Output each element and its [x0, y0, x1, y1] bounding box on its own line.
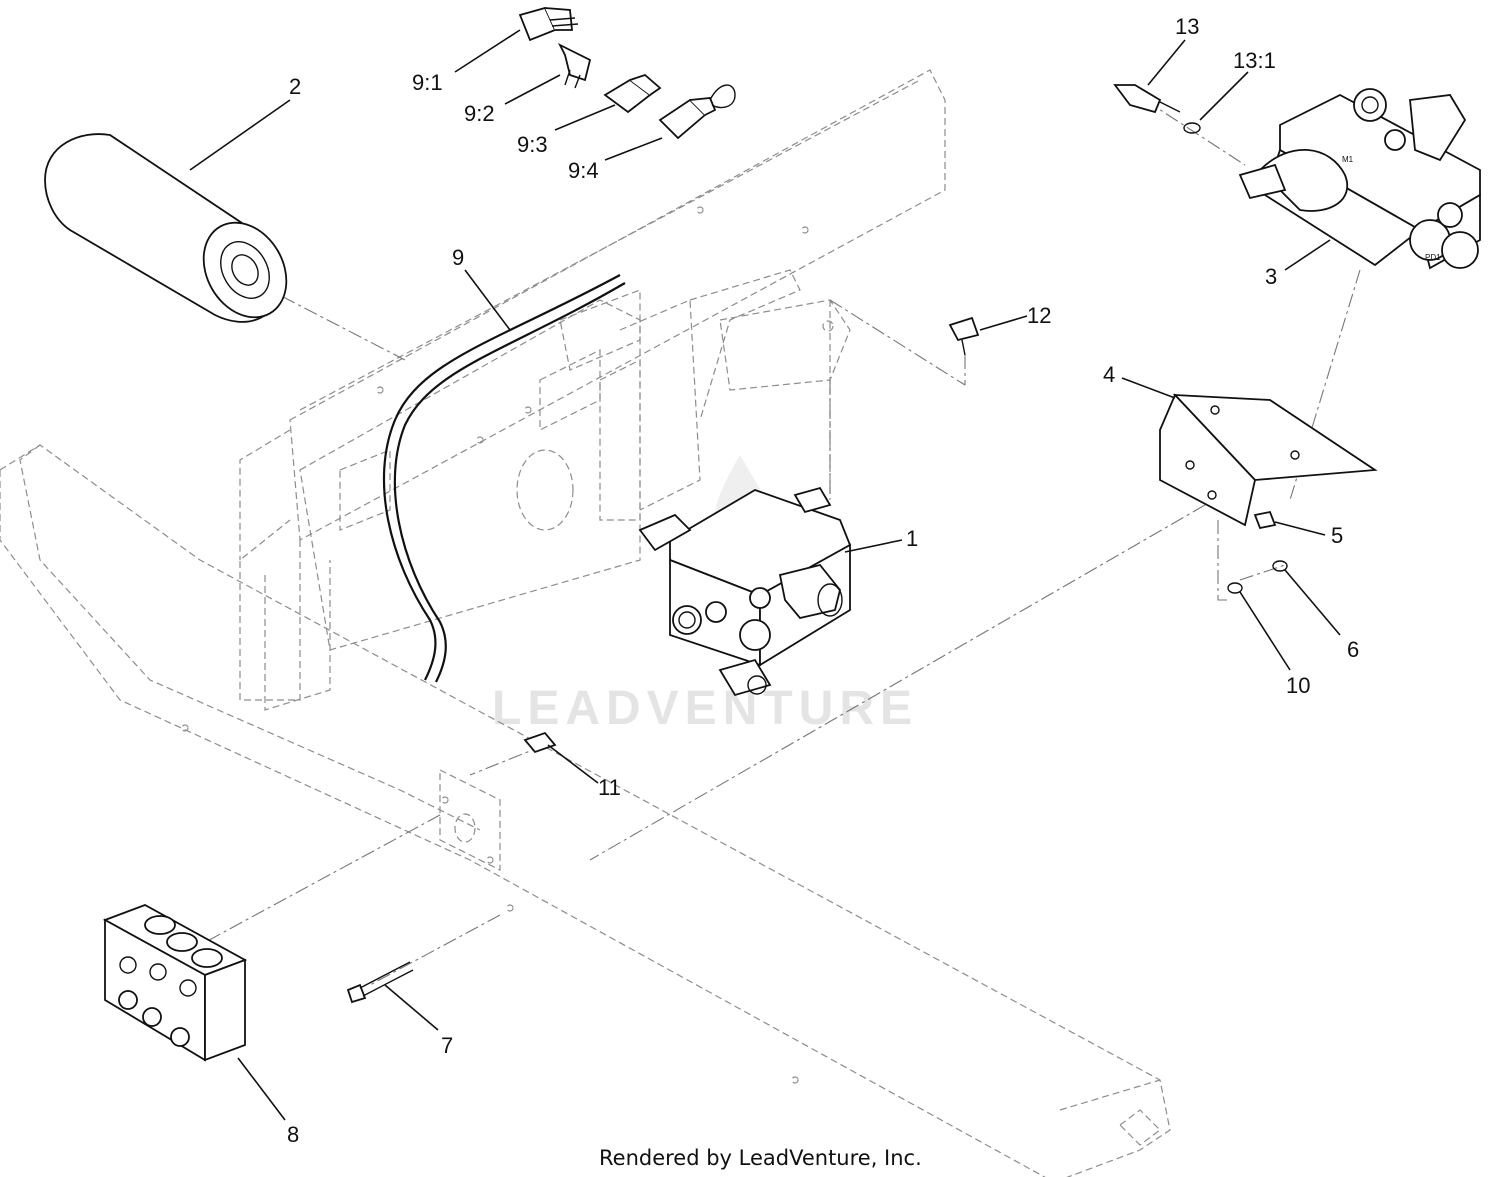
callout-5: 5 — [1331, 523, 1343, 548]
long-bolt — [346, 961, 414, 1004]
hydraulic-valve-block — [638, 486, 852, 697]
callout-6: 6 — [1347, 637, 1359, 662]
bolt-11 — [523, 731, 557, 754]
callout-7: 7 — [441, 1033, 453, 1058]
distribution-block — [102, 904, 248, 1062]
callout-12: 12 — [1027, 303, 1051, 328]
sensor — [1113, 84, 1181, 114]
port-mark-m1: M1 — [1342, 155, 1354, 164]
callout-11: 11 — [598, 775, 621, 800]
bolt-12 — [948, 316, 980, 356]
callout-9-1: 9:1 — [412, 70, 443, 95]
callout-3: 3 — [1265, 264, 1277, 289]
o-ring — [1183, 122, 1201, 134]
callout-9-2: 9:2 — [464, 101, 495, 126]
callout-8: 8 — [287, 1122, 299, 1147]
mounting-bracket — [1159, 393, 1378, 527]
callout-13-1: 13:1 — [1233, 48, 1276, 73]
washer-6 — [1272, 560, 1288, 572]
manifold-valve: M1 PD1 — [1238, 88, 1481, 270]
fuse — [557, 42, 592, 89]
callout-13: 13 — [1175, 14, 1199, 39]
watermark-text: LEADVENTURE — [492, 682, 918, 735]
port-mark-p1: PD1 — [1425, 253, 1441, 262]
relay — [518, 6, 579, 42]
wire-harness — [382, 274, 626, 683]
connector-with-cap — [658, 84, 736, 140]
leader-lines — [189, 29, 1341, 1121]
callout-9-3: 9:3 — [517, 132, 548, 157]
washer-10 — [1227, 582, 1243, 594]
callout-10: 10 — [1286, 673, 1310, 698]
callout-2: 2 — [289, 74, 301, 99]
footer-credit: Rendered by LeadVenture, Inc. — [599, 1146, 922, 1170]
callout-4: 4 — [1103, 362, 1115, 387]
bolt-5 — [1253, 510, 1277, 530]
frame-ghost — [0, 69, 1171, 1177]
callout-9-4: 9:4 — [568, 158, 599, 183]
callout-labels: 2 9:1 9:2 9:3 9:4 9 1 12 13 13:1 3 4 5 6… — [287, 14, 1359, 1147]
hydraulic-filter — [44, 133, 288, 323]
connector — [603, 73, 662, 114]
callout-9: 9 — [452, 245, 464, 270]
callout-1: 1 — [906, 526, 918, 551]
